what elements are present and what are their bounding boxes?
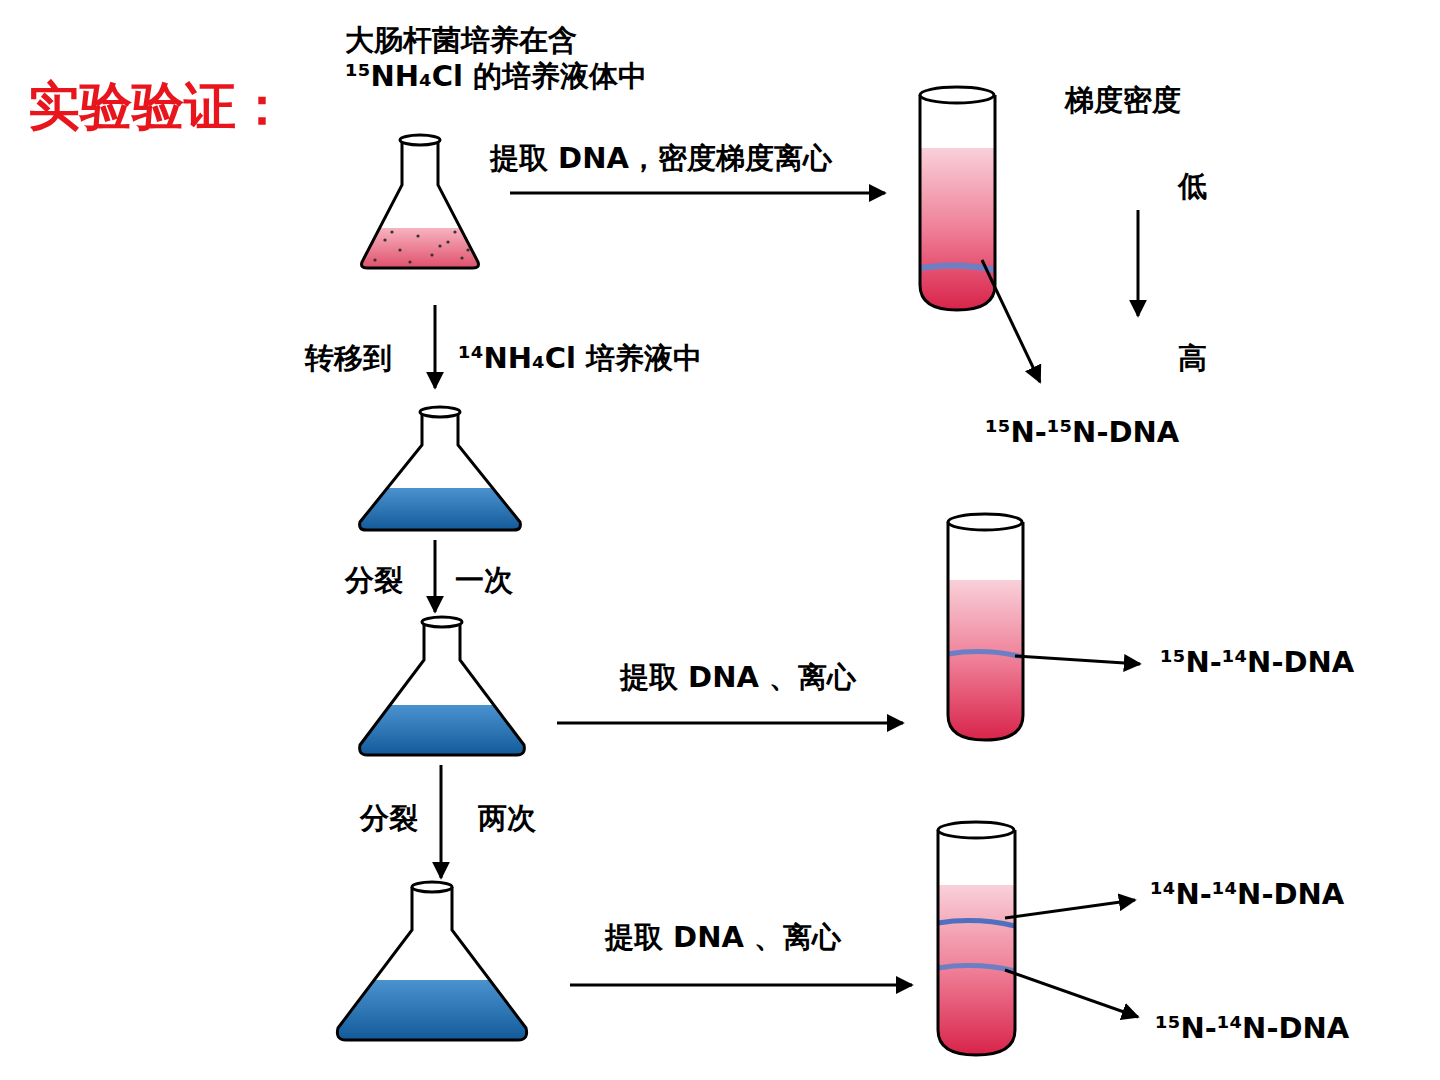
text-label: 提取 DNA，密度梯度离心: [490, 140, 832, 176]
flask: [337, 882, 526, 1040]
centrifuge-tube: [938, 822, 1015, 1055]
text-label: 分裂: [360, 800, 418, 836]
flask: [360, 407, 521, 530]
centrifuge-tube: [920, 87, 995, 310]
process-arrow: [435, 193, 1138, 985]
text-label: 一次: [455, 562, 513, 598]
text-label: 两次: [478, 800, 536, 836]
leader-line: [982, 260, 1140, 1017]
text-label: ¹⁴N-¹⁴N-DNA: [1150, 876, 1344, 912]
flask: [360, 617, 525, 755]
text-label: 高: [1178, 340, 1207, 376]
text-label: ¹⁴NH₄Cl 培养液中: [458, 340, 702, 376]
text-label: ¹⁵N-¹⁵N-DNA: [985, 414, 1179, 450]
slide-title: 实验验证：: [28, 72, 288, 142]
text-label: 分裂: [345, 562, 403, 598]
text-label: 转移到: [305, 340, 392, 376]
text-label: 梯度密度: [1065, 82, 1181, 118]
text-label: 大肠杆菌培养在含 ¹⁵NH₄Cl 的培养液体中: [345, 22, 690, 95]
text-label: 提取 DNA 、离心: [605, 919, 841, 955]
text-label: ¹⁵N-¹⁴N-DNA: [1155, 1010, 1349, 1046]
flask: [362, 135, 479, 268]
centrifuge-tube: [948, 514, 1023, 740]
text-label: 提取 DNA 、离心: [620, 659, 856, 695]
text-label: 低: [1178, 168, 1207, 204]
text-label: ¹⁵N-¹⁴N-DNA: [1160, 644, 1354, 680]
